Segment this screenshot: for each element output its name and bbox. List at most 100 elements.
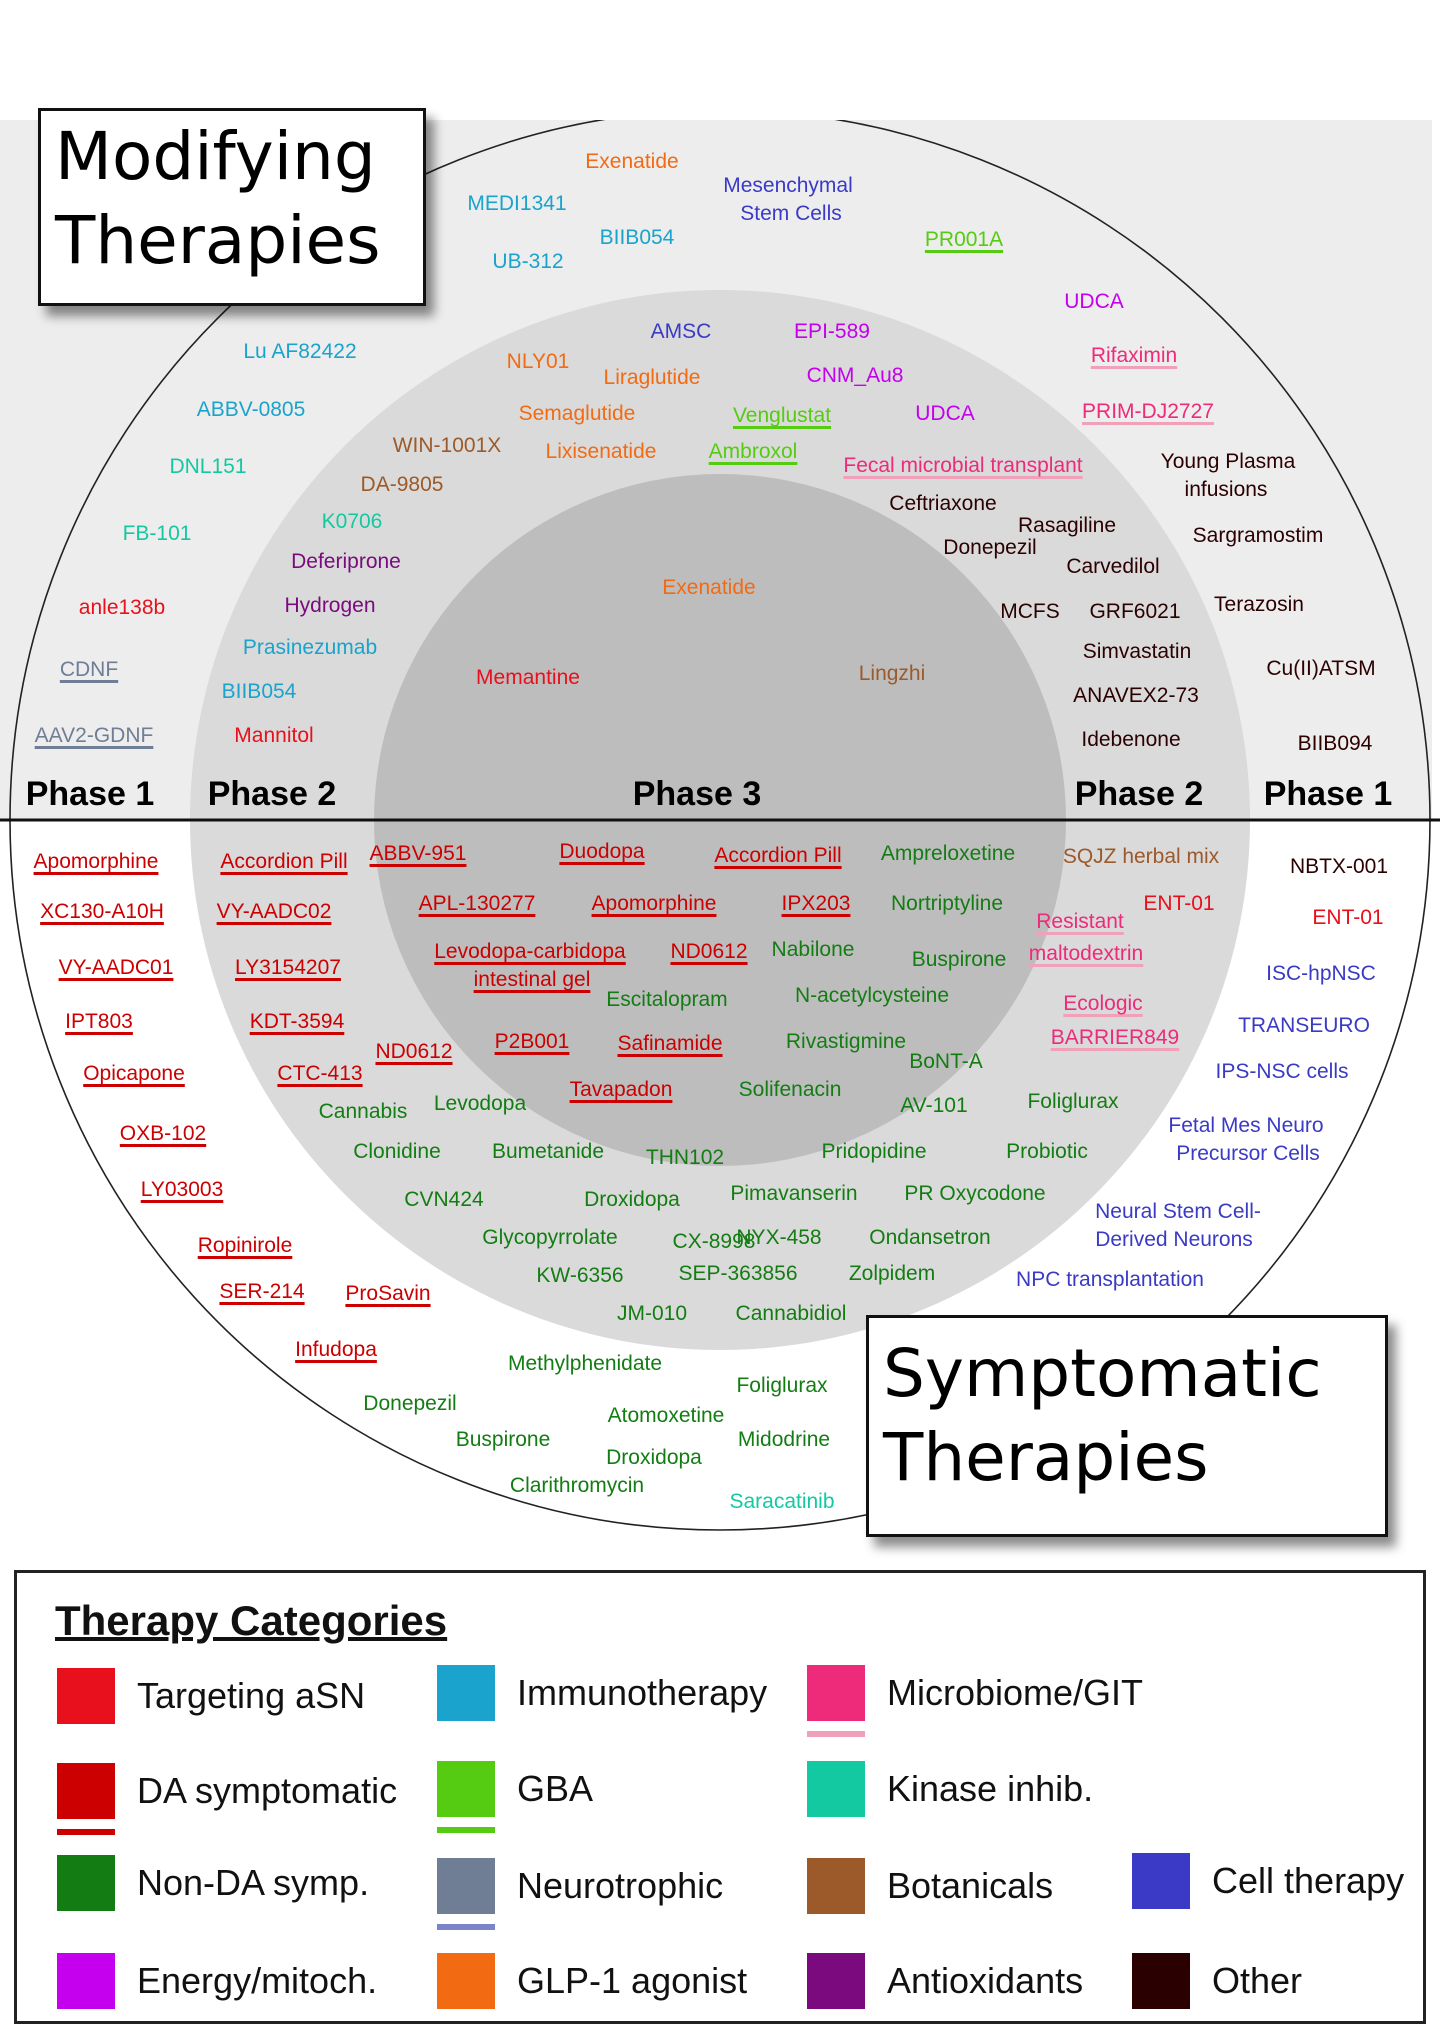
symptomatic-drug-label: APL-130277 — [418, 892, 536, 915]
legend-item: Immunotherapy — [437, 1665, 767, 1721]
symptomatic-drug-label: Ecologic — [1063, 992, 1143, 1015]
legend-item: Targeting aSN — [57, 1668, 365, 1724]
symptomatic-drug-label: N-acetylcysteine — [794, 984, 950, 1007]
modifying-drug-label: Lu AF82422 — [243, 340, 357, 363]
legend-label: Cell therapy — [1212, 1860, 1405, 1901]
symptomatic-drug-label: Precursor Cells — [1176, 1142, 1320, 1165]
legend-underline-marker — [437, 1924, 495, 1930]
legend-label: Microbiome/GIT — [887, 1672, 1144, 1713]
modifying-drug-label: UB-312 — [492, 250, 564, 273]
legend-swatch — [807, 1665, 865, 1737]
legend-item: Neurotrophic — [437, 1858, 724, 1930]
legend-swatch — [437, 1761, 495, 1833]
legend-label: DA symptomatic — [137, 1770, 398, 1811]
modifying-drug-label: ABBV-0805 — [196, 398, 306, 421]
symptomatic-drug-label: ND0612 — [670, 940, 748, 963]
modifying-drug-label: Lingzhi — [858, 662, 926, 685]
symptomatic-drug-label: LY3154207 — [235, 956, 341, 979]
symptomatic-drug-label: Clarithromycin — [509, 1474, 645, 1497]
modifying-drug-label: BIIB054 — [599, 226, 675, 249]
modifying-drug-label: Venglustat — [732, 404, 832, 427]
symptomatic-drug-label: IPX203 — [781, 892, 851, 915]
legend-item: DA symptomatic — [57, 1763, 398, 1835]
modifying-drug-label: FB-101 — [122, 522, 192, 545]
symptomatic-drug-label: ENT-01 — [1143, 892, 1215, 915]
modifying-therapies-title: Modifying Therapies — [38, 108, 426, 306]
symptomatic-drug-label: XC130-A10H — [40, 900, 164, 923]
modifying-drug-label: DA-9805 — [360, 473, 444, 496]
symptomatic-drug-label: Duodopa — [559, 840, 645, 863]
legend-swatch — [1132, 1953, 1190, 2009]
modifying-drug-label: BIIB054 — [221, 680, 297, 703]
modifying-drug-label: CNM_Au8 — [806, 364, 904, 387]
legend-label: Neurotrophic — [517, 1865, 724, 1906]
legend-swatch — [57, 1953, 115, 2009]
symptomatic-drug-label: LY03003 — [140, 1178, 224, 1201]
phase-label-left-2: Phase 2 — [207, 775, 337, 813]
modifying-drug-label: Rasagiline — [1017, 514, 1117, 537]
symptomatic-drug-label: Buspirone — [455, 1428, 551, 1451]
symptomatic-drug-label: Safinamide — [617, 1032, 723, 1055]
symptomatic-drug-label: ENT-01 — [1312, 906, 1384, 929]
symptomatic-drug-label: TRANSEURO — [1238, 1014, 1370, 1037]
legend-swatch — [807, 1953, 865, 2009]
legend-item: Cell therapy — [1132, 1853, 1404, 1909]
symptomatic-drug-label: BARRIER849 — [1050, 1026, 1180, 1049]
symptomatic-drug-label: maltodextrin — [1028, 942, 1144, 965]
modifying-drug-label: MCFS — [1000, 600, 1060, 623]
modifying-drug-label: Fecal microbial transplant — [843, 454, 1083, 477]
modifying-drug-label: Young Plasma — [1160, 450, 1296, 473]
legend-swatch — [1132, 1853, 1190, 1909]
symptomatic-drug-label: Droxidopa — [606, 1446, 702, 1469]
symptomatic-drug-label: OXB-102 — [119, 1122, 207, 1145]
symptomatic-drug-label: Cannabis — [318, 1100, 408, 1123]
symptomatic-drug-label: P2B001 — [494, 1030, 570, 1053]
symptomatic-drug-label: Saracatinib — [729, 1490, 835, 1513]
modifying-drug-label: BIIB094 — [1297, 732, 1373, 755]
modifying-drug-label: Mesenchymal — [723, 174, 853, 197]
modifying-drug-label: Sargramostim — [1192, 524, 1324, 547]
phase-label-left-1: Phase 1 — [25, 775, 155, 813]
legend-title: Therapy Categories — [55, 1597, 448, 1644]
legend-swatch — [57, 1855, 115, 1911]
legend-underline-marker — [807, 1731, 865, 1737]
symptomatic-drug-label: Rivastigmine — [785, 1030, 907, 1053]
title-line-2: Therapies — [883, 1419, 1209, 1496]
symptomatic-drug-label: BoNT-A — [909, 1050, 983, 1073]
symptomatic-drug-label: Glycopyrrolate — [482, 1226, 618, 1249]
legend-underline-marker — [437, 1827, 495, 1833]
modifying-drug-label: Exenatide — [662, 576, 756, 599]
legend-label: Targeting aSN — [137, 1675, 366, 1716]
legend-label: Kinase inhib. — [887, 1768, 1094, 1809]
symptomatic-drug-label: Neural Stem Cell- — [1095, 1200, 1261, 1223]
legend-label: Botanicals — [887, 1865, 1054, 1906]
modifying-drug-label: NLY01 — [506, 350, 570, 373]
modifying-drug-label: Donepezil — [943, 536, 1037, 559]
legend-item: Microbiome/GIT — [807, 1665, 1144, 1737]
modifying-drug-label: Prasinezumab — [242, 636, 378, 659]
title-line-1: Symptomatic — [883, 1335, 1322, 1412]
symptomatic-drug-label: Buspirone — [911, 948, 1007, 971]
symptomatic-drug-label: Levodopa-carbidopa — [434, 940, 626, 963]
legend-underline-marker — [57, 1829, 115, 1835]
symptomatic-drug-label: Infudopa — [295, 1338, 377, 1361]
legend-swatch — [57, 1668, 115, 1724]
modifying-drug-label: AMSC — [650, 320, 712, 343]
symptomatic-drug-label: ABBV-951 — [369, 842, 467, 865]
symptomatic-drug-label: ISC-hpNSC — [1266, 962, 1376, 985]
legend-label: Antioxidants — [887, 1960, 1084, 2001]
symptomatic-drug-label: CX-8998 — [672, 1230, 756, 1253]
phase-label-right-2: Phase 2 — [1074, 775, 1204, 813]
modifying-drug-label: Rifaximin — [1090, 344, 1178, 367]
title-line-2: Therapies — [55, 202, 381, 279]
symptomatic-drug-label: Pimavanserin — [730, 1182, 858, 1205]
modifying-drug-label: ANAVEX2-73 — [1073, 684, 1199, 707]
symptomatic-drug-label: Apomorphine — [33, 850, 159, 873]
symptomatic-drug-label: Levodopa — [433, 1092, 527, 1115]
modifying-drug-label: infusions — [1184, 478, 1268, 501]
symptomatic-drug-label: ProSavin — [345, 1282, 431, 1305]
symptomatic-drug-label: Droxidopa — [584, 1188, 680, 1211]
legend-swatch — [437, 1858, 495, 1930]
symptomatic-drug-label: Solifenacin — [738, 1078, 842, 1101]
symptomatic-drug-label: Midodrine — [737, 1428, 831, 1451]
